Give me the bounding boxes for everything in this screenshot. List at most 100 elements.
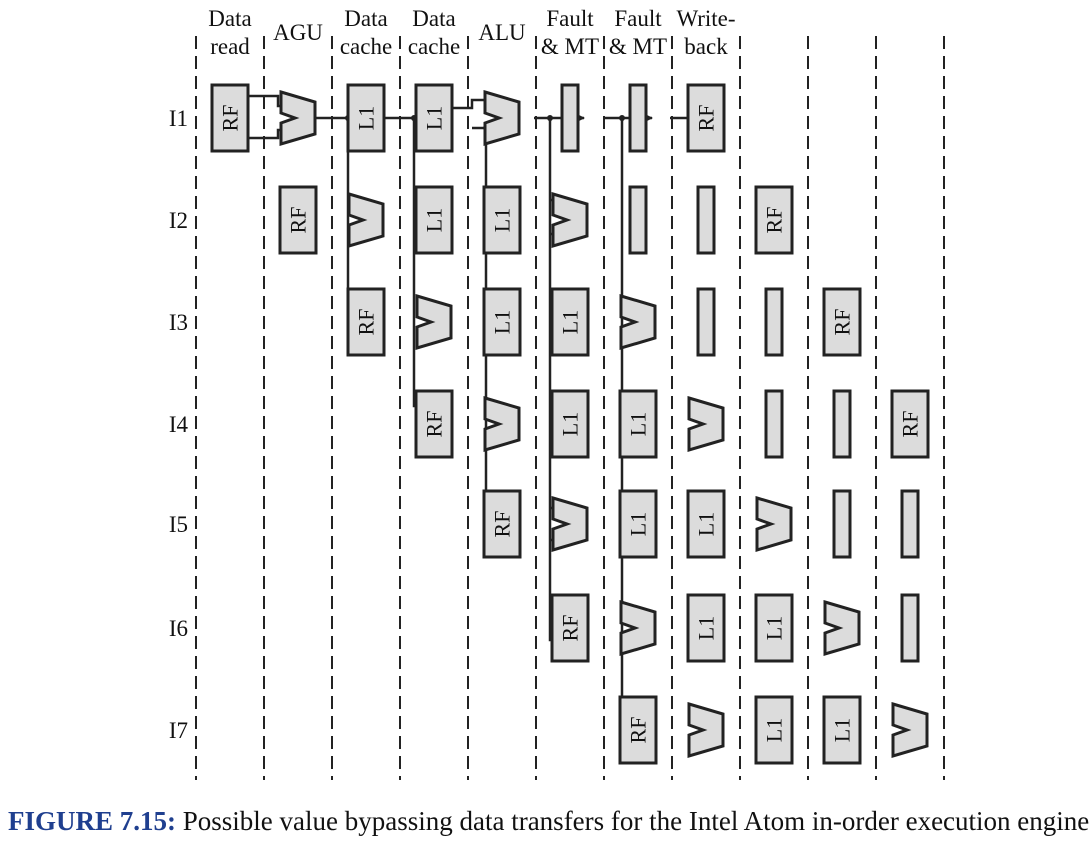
l1-cache-block: L1	[822, 695, 862, 765]
latch-block	[628, 185, 648, 255]
alu-block	[891, 701, 929, 759]
l1-cache-block: L1	[346, 83, 386, 153]
l1-cache-block-label: L1	[490, 208, 515, 232]
latch-block	[764, 389, 784, 459]
l1-cache-block: L1	[618, 389, 658, 459]
register-file-block: RF	[414, 389, 454, 459]
stage-dividers	[195, 36, 945, 780]
stage-header-line: Data	[412, 6, 455, 31]
l1-cache-block-label: L1	[762, 718, 787, 742]
l1-cache-block-label: L1	[626, 512, 651, 536]
l1-cache-block-label: L1	[762, 616, 787, 640]
register-file-block-label: RF	[830, 309, 855, 336]
instruction-label: I3	[169, 310, 188, 335]
stage-header: ALU	[478, 20, 526, 45]
alu-block	[755, 495, 793, 553]
alu-block	[687, 395, 725, 453]
register-file-block: RF	[686, 83, 726, 153]
l1-cache-block-label: L1	[558, 310, 583, 334]
latch-block	[832, 489, 852, 559]
register-file-block-label: RF	[626, 717, 651, 744]
bypass-wire	[412, 118, 431, 410]
l1-cache-block: L1	[482, 185, 522, 255]
stage-header-line: cache	[408, 34, 460, 59]
alu-block	[619, 293, 657, 351]
stage-header-line: & MT	[541, 34, 599, 59]
alu-block	[347, 191, 385, 249]
register-file-block: RF	[278, 185, 318, 255]
register-file-block: RF	[822, 287, 862, 357]
l1-cache-block-label: L1	[490, 310, 515, 334]
stage-header: AGU	[273, 20, 323, 45]
alu-block	[687, 701, 725, 759]
l1-cache-block: L1	[482, 287, 522, 357]
wire-junction	[547, 115, 553, 121]
register-file-block: RF	[618, 695, 658, 765]
register-file-block-label: RF	[286, 207, 311, 234]
stage-header-line: & MT	[609, 34, 667, 59]
register-file-block: RF	[550, 593, 590, 663]
l1-cache-block: L1	[686, 489, 726, 559]
alu-block	[483, 89, 521, 147]
l1-cache-block: L1	[414, 185, 454, 255]
alu-block	[823, 599, 861, 657]
l1-cache-block-label: L1	[422, 208, 447, 232]
l1-cache-block-label: L1	[694, 616, 719, 640]
register-file-block: RF	[890, 389, 930, 459]
register-file-block-label: RF	[558, 615, 583, 642]
register-file-block-label: RF	[422, 411, 447, 438]
l1-cache-block: L1	[550, 287, 590, 357]
register-file-block: RF	[210, 83, 250, 153]
register-file-block-label: RF	[218, 105, 243, 132]
alu-block	[483, 395, 521, 453]
l1-cache-block: L1	[754, 695, 794, 765]
latch-block	[900, 489, 920, 559]
alu-block	[619, 599, 657, 657]
latch-block	[560, 83, 580, 153]
instruction-label: I6	[169, 616, 188, 641]
register-file-block-label: RF	[762, 207, 787, 234]
latch-block	[900, 593, 920, 663]
figure-caption: FIGURE 7.15: Possible value bypassing da…	[8, 806, 1090, 837]
l1-cache-block-label: L1	[422, 106, 447, 130]
instruction-label: I2	[169, 208, 188, 233]
l1-cache-block-label: L1	[558, 412, 583, 436]
stage-header-line: read	[210, 34, 250, 59]
stage-header-line: Fault	[546, 6, 594, 31]
register-file-block-label: RF	[898, 411, 923, 438]
latch-block	[832, 389, 852, 459]
l1-cache-block-label: L1	[354, 106, 379, 130]
l1-cache-block: L1	[550, 389, 590, 459]
instruction-label: I4	[169, 412, 189, 437]
register-file-block-label: RF	[694, 105, 719, 132]
register-file-block: RF	[482, 489, 522, 559]
stage-headers: Data read AGU Data cache Data cache ALU Fault & M…	[208, 6, 735, 59]
alu-block	[279, 89, 317, 147]
stage-header-line: cache	[340, 34, 392, 59]
latch-block	[696, 185, 716, 255]
stage-header-line: back	[684, 34, 728, 59]
register-file-block: RF	[346, 287, 386, 357]
latch-block	[696, 287, 716, 357]
l1-cache-block-label: L1	[694, 512, 719, 536]
stage-header-line: Fault	[614, 6, 662, 31]
l1-cache-block-label: L1	[626, 412, 651, 436]
alu-block	[551, 191, 589, 249]
instruction-label: I7	[169, 718, 188, 743]
l1-cache-block: L1	[618, 489, 658, 559]
alu-block	[551, 495, 589, 553]
stage-header-line: Data	[208, 6, 251, 31]
instruction-label: I5	[169, 512, 188, 537]
l1-cache-block: L1	[686, 593, 726, 663]
wire-junction	[619, 115, 625, 121]
stage-header-line: Write-	[676, 6, 735, 31]
latch-block	[628, 83, 648, 153]
l1-cache-block: L1	[754, 593, 794, 663]
bypass-pipeline-diagram: Data read AGU Data cache Data cache ALU Fault & M…	[169, 6, 945, 780]
stage-header-line: Data	[344, 6, 387, 31]
l1-cache-block: L1	[414, 83, 454, 153]
latch-block	[764, 287, 784, 357]
l1-cache-block-label: L1	[830, 718, 855, 742]
